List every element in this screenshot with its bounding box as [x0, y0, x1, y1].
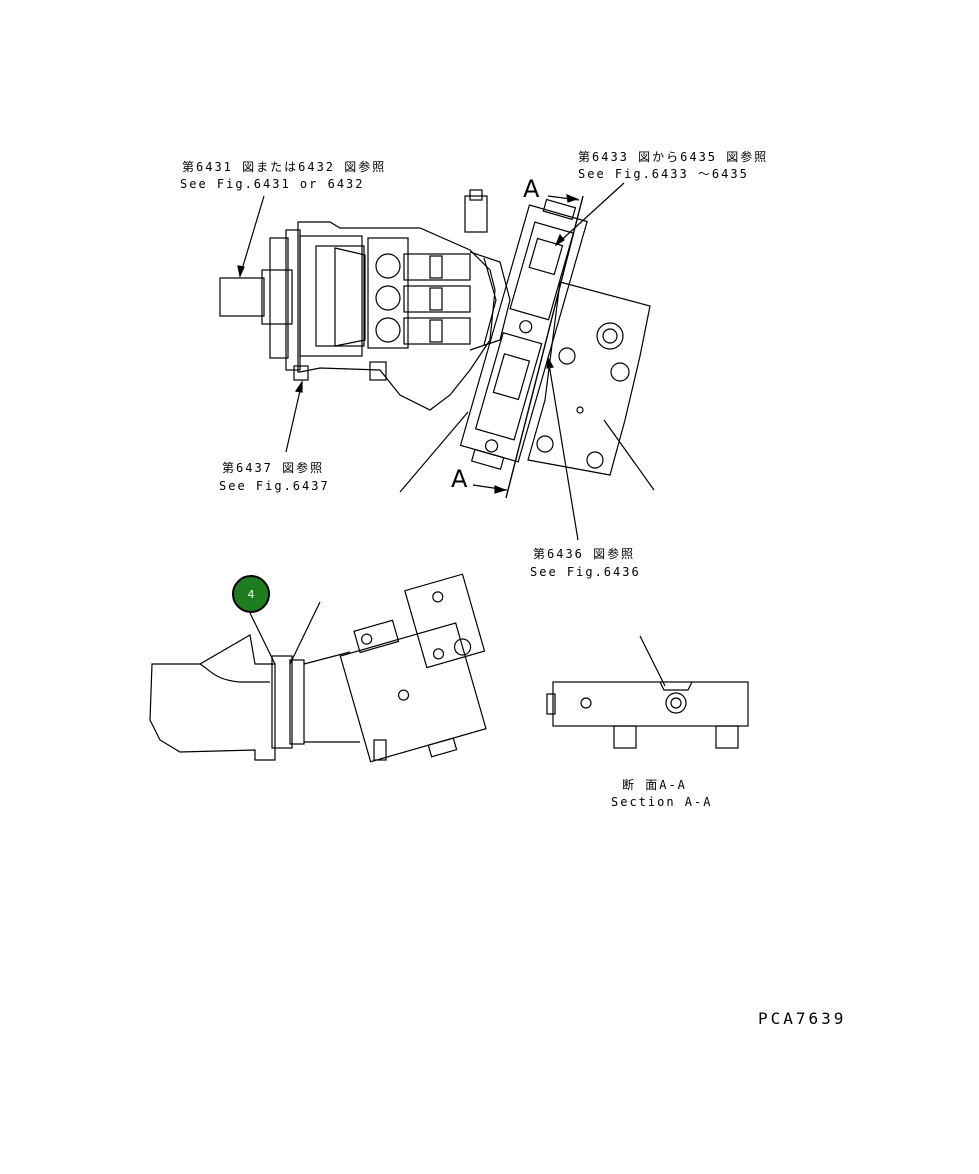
section-mark-bottom: A: [451, 465, 468, 493]
ref-6433-en-label: See Fig.6433 〜6435: [578, 167, 749, 181]
section-a-a-view: [546, 635, 749, 749]
ref-6431-en-label: See Fig.6431 or 6432: [180, 177, 365, 191]
ref-6437-jp-label: 第6437 図参照: [222, 461, 325, 475]
motor-side-view: [149, 573, 487, 763]
section-en-label: Section A-A: [611, 795, 713, 809]
ref-6431-jp-label: 第6431 図または6432 図参照: [182, 160, 387, 174]
ref-6436-jp-label: 第6436 図参照: [533, 547, 636, 561]
ref-6437-en-label: See Fig.6437: [219, 479, 330, 493]
section-mark-top: A: [523, 175, 540, 203]
motor-top-view: [219, 182, 655, 541]
ref-6436-en-label: See Fig.6436: [530, 565, 641, 579]
callout-number: 4: [247, 587, 255, 601]
part-number: PCA7639: [758, 1009, 847, 1028]
ref-6433-jp-label: 第6433 図から6435 図参照: [578, 150, 769, 164]
section-jp-label: 断 面A-A: [622, 778, 687, 792]
callout-4-button[interactable]: 4: [232, 575, 270, 613]
